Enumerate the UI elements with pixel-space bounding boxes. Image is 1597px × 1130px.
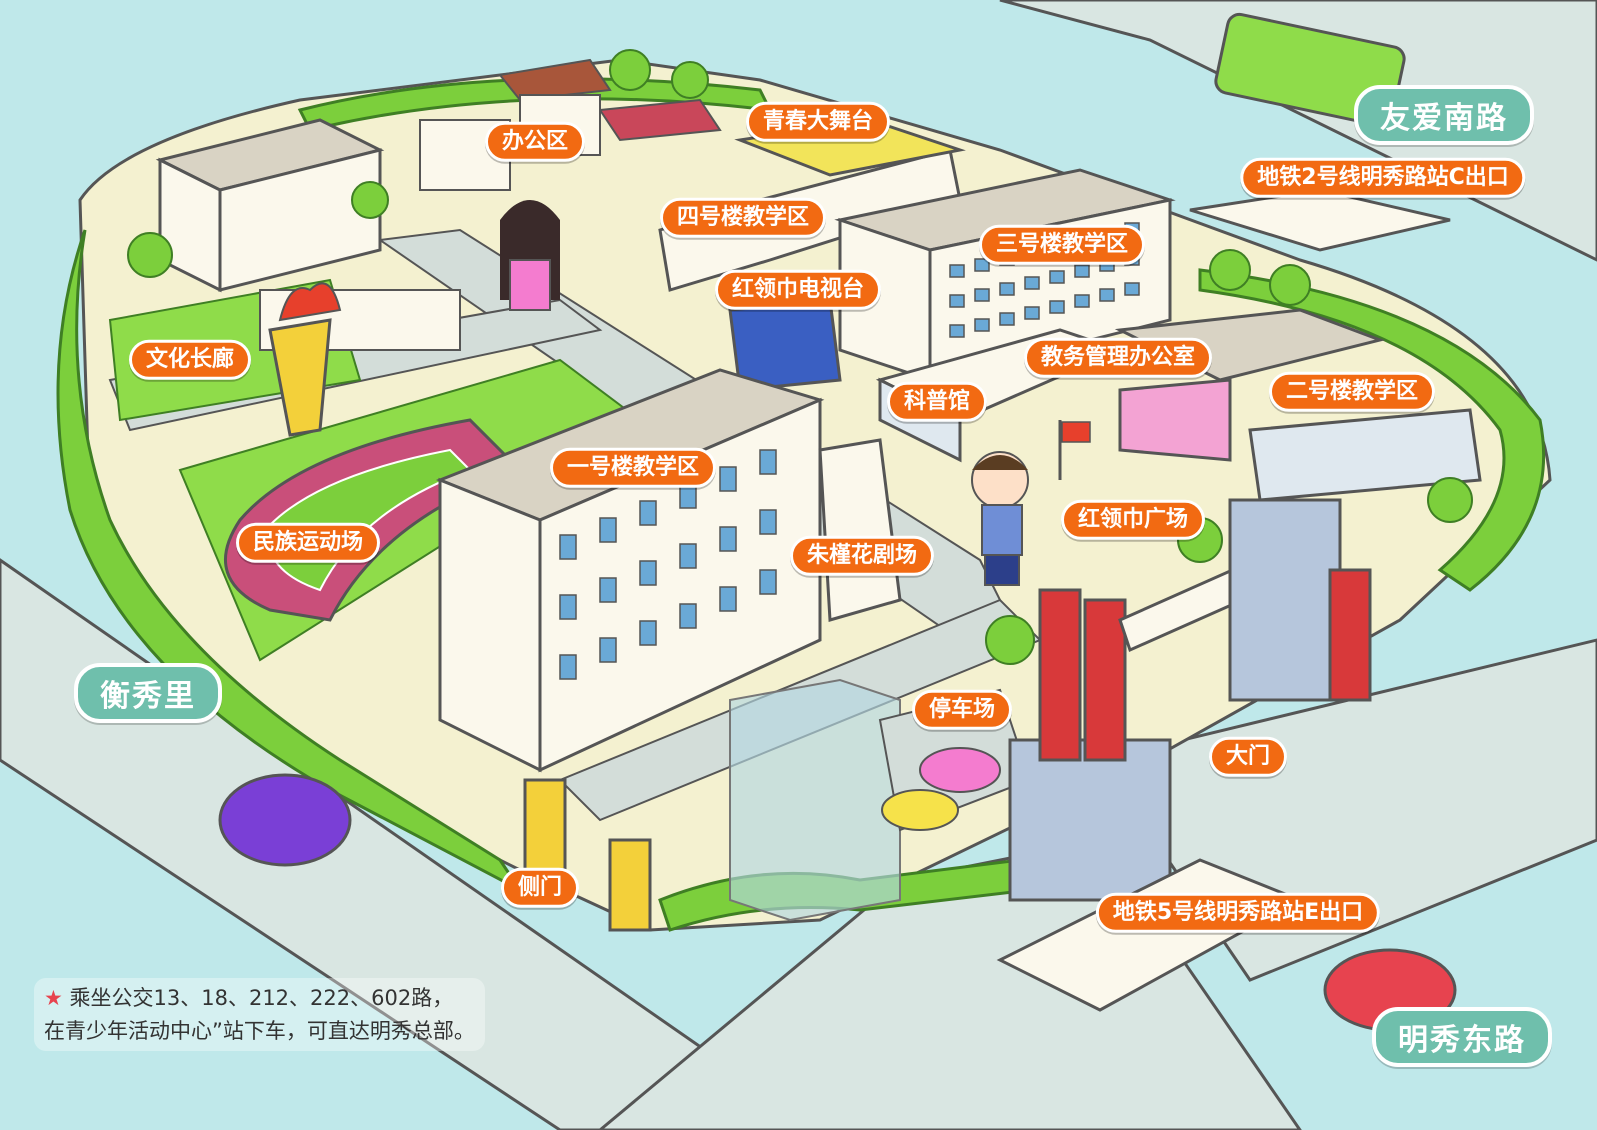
building1-front xyxy=(438,477,542,773)
label-metro2-exit: 地铁2号线明秀路站C出口 xyxy=(1240,157,1526,199)
purple-car xyxy=(218,773,352,867)
translucent-building xyxy=(729,678,901,922)
bus-note-line1: 乘坐公交13、18、212、222、602路， xyxy=(69,986,454,1010)
flag xyxy=(1061,421,1091,443)
label-building4: 四号楼教学区 xyxy=(659,197,827,239)
label-academic-office: 教务管理办公室 xyxy=(1023,337,1213,379)
youai-south-road xyxy=(999,0,1597,262)
bus-note-line2: 在青少年活动中心”站下车，可直达明秀总部。 xyxy=(44,1018,475,1043)
gate-red-pillar-1 xyxy=(1038,588,1082,762)
yellow-car xyxy=(881,789,959,831)
label-youth-stage: 青春大舞台 xyxy=(745,101,891,143)
building1-side xyxy=(538,397,822,773)
girl-character xyxy=(500,200,560,311)
hedge-east xyxy=(1198,268,1546,592)
label-ethnic-sports-field: 民族运动场 xyxy=(235,522,381,564)
label-parking: 停车场 xyxy=(911,689,1013,731)
label-red-scarf-tv: 红领巾电视台 xyxy=(714,269,882,311)
road-label-youai-south: 友爱南路 xyxy=(1354,85,1534,145)
star-icon: ★ xyxy=(44,986,63,1010)
west-building-side xyxy=(218,148,382,292)
label-metro5-exit: 地铁5号线明秀路站E出口 xyxy=(1095,892,1381,934)
gate-tower xyxy=(1228,498,1342,702)
label-main-gate: 大门 xyxy=(1208,736,1288,778)
road-label-hengxiuli: 衡秀里 xyxy=(74,663,222,723)
trees xyxy=(127,49,1473,665)
label-building3: 三号楼教学区 xyxy=(978,224,1146,266)
road-label-mingxiu-east: 明秀东路 xyxy=(1372,1007,1552,1067)
building1-windows xyxy=(559,449,777,680)
gate-base xyxy=(1008,738,1172,902)
building2-annex xyxy=(1248,408,1482,502)
boy-character xyxy=(971,451,1029,586)
label-office-area: 办公区 xyxy=(484,121,586,163)
label-red-scarf-square: 红领巾广场 xyxy=(1060,499,1206,541)
label-side-gate: 侧门 xyxy=(500,867,580,909)
label-building2: 二号楼教学区 xyxy=(1268,371,1436,413)
label-culture-corridor: 文化长廊 xyxy=(128,339,252,381)
gate-red-pillar-2 xyxy=(1083,598,1127,762)
label-hibiscus-theater: 朱槿花剧场 xyxy=(789,535,935,577)
label-science-hall: 科普馆 xyxy=(886,381,988,423)
side-gate-pillar-1 xyxy=(523,778,567,872)
gate-red-pillar-3 xyxy=(1328,568,1372,702)
office-roof-brown xyxy=(498,58,612,102)
torch-monument xyxy=(268,318,332,437)
pink-car xyxy=(919,747,1001,793)
label-building1: 一号楼教学区 xyxy=(549,447,717,489)
torch-flame xyxy=(278,282,342,322)
office-roof-red xyxy=(598,98,722,142)
side-gate-pillar-2 xyxy=(608,838,652,932)
bus-note: ★ 乘坐公交13、18、212、222、602路， 在青少年活动中心”站下车，可… xyxy=(34,978,485,1052)
building2-front xyxy=(1118,378,1232,462)
